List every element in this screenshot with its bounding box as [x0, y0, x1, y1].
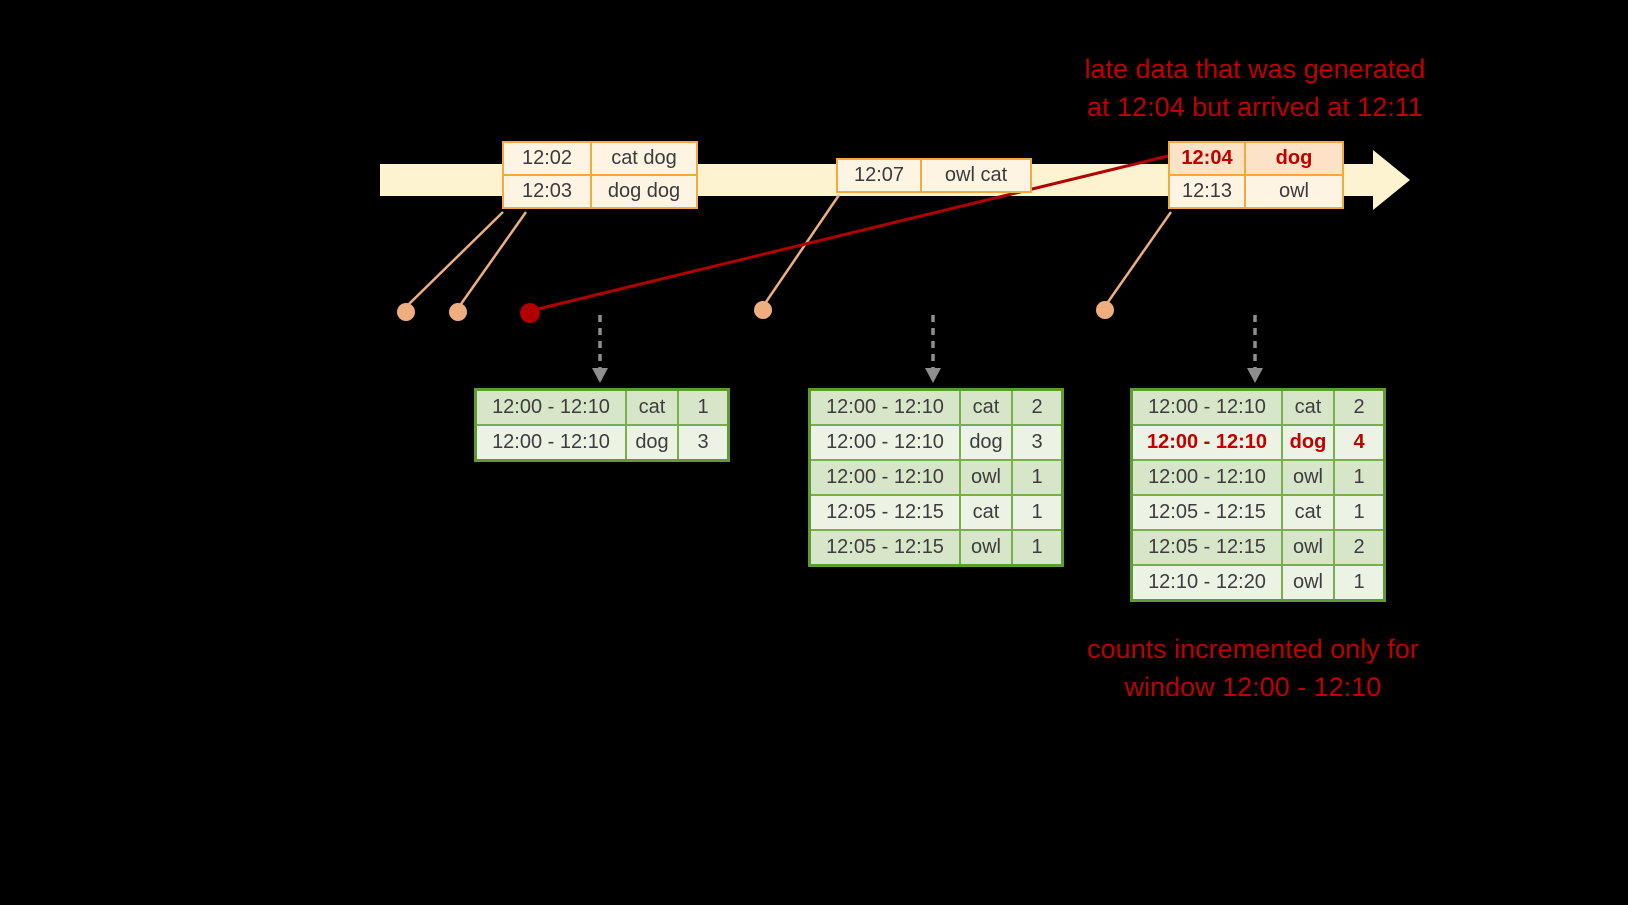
word-cell: owl: [1281, 564, 1335, 602]
event-row: 12:02 cat dog: [502, 141, 698, 176]
counts-caption-line2: window 12:00 - 12:10: [1124, 672, 1382, 702]
word-cell: dog: [1281, 424, 1335, 461]
result-table-2: 12:00 - 12:10 cat 2 12:00 - 12:10 dog 3 …: [808, 388, 1064, 567]
event-time: 12:02: [502, 141, 592, 176]
timeline-arrowhead: [1373, 150, 1410, 210]
connector-line-1207: [764, 194, 841, 303]
word-cell: cat: [959, 388, 1013, 426]
count-cell: 1: [677, 388, 730, 426]
count-cell: 4: [1333, 424, 1386, 461]
window-cell: 12:00 - 12:10: [1130, 459, 1283, 496]
event-box-group2: 12:07 owl cat: [836, 158, 1032, 193]
word-cell: dog: [625, 424, 679, 462]
window-cell: 12:00 - 12:10: [1130, 424, 1283, 461]
counts-incremented-caption: counts incremented only for window 12:00…: [1018, 630, 1488, 706]
word-cell: dog: [959, 424, 1013, 461]
connector-line-1203: [459, 211, 528, 305]
word-cell: cat: [1281, 494, 1335, 531]
late-data-caption: late data that was generated at 12:04 bu…: [1020, 50, 1490, 126]
event-words: owl cat: [920, 158, 1032, 193]
table-row: 12:05 - 12:15 cat 1: [1130, 494, 1386, 531]
event-box-group3: 12:04 dog 12:13 owl: [1168, 141, 1344, 209]
late-event-row: 12:04 dog: [1168, 141, 1344, 176]
count-cell: 3: [1011, 424, 1064, 461]
table-row: 12:10 - 12:20 owl 1: [1130, 564, 1386, 602]
count-cell: 2: [1333, 388, 1386, 426]
table-row: 12:00 - 12:10 dog 3: [808, 424, 1064, 461]
word-cell: cat: [1281, 388, 1335, 426]
word-cell: owl: [959, 459, 1013, 496]
trigger-arrowhead-2: [925, 368, 941, 383]
event-time: 12:03: [502, 174, 592, 209]
window-cell: 12:10 - 12:20: [1130, 564, 1283, 602]
table-row: 12:05 - 12:15 owl 1: [808, 529, 1064, 567]
window-cell: 12:05 - 12:15: [808, 494, 961, 531]
updated-count-row: 12:00 - 12:10 dog 4: [1130, 424, 1386, 461]
event-dot-1202: [397, 303, 415, 321]
word-cell: owl: [1281, 529, 1335, 566]
window-cell: 12:00 - 12:10: [808, 459, 961, 496]
count-cell: 1: [1011, 459, 1064, 496]
table-row: 12:05 - 12:15 cat 1: [808, 494, 1064, 531]
table-row: 12:00 - 12:10 cat 2: [808, 388, 1064, 426]
event-words: owl: [1244, 174, 1344, 209]
event-row: 12:03 dog dog: [502, 174, 698, 209]
late-event-dot-1204: [520, 303, 540, 323]
table-row: 12:00 - 12:10 cat 2: [1130, 388, 1386, 426]
count-cell: 1: [1333, 564, 1386, 602]
event-time: 12:13: [1168, 174, 1246, 209]
word-cell: cat: [959, 494, 1013, 531]
window-cell: 12:05 - 12:15: [808, 529, 961, 567]
word-cell: owl: [1281, 459, 1335, 496]
window-cell: 12:00 - 12:10: [474, 424, 627, 462]
event-time: 12:07: [836, 158, 922, 193]
event-row: 12:13 owl: [1168, 174, 1344, 209]
count-cell: 2: [1011, 388, 1064, 426]
result-table-1: 12:00 - 12:10 cat 1 12:00 - 12:10 dog 3: [474, 388, 730, 462]
result-table-3: 12:00 - 12:10 cat 2 12:00 - 12:10 dog 4 …: [1130, 388, 1386, 602]
window-cell: 12:05 - 12:15: [1130, 494, 1283, 531]
late-data-line: [537, 154, 1169, 311]
trigger-arrowhead-1: [592, 368, 608, 383]
count-cell: 1: [1333, 494, 1386, 531]
count-cell: 1: [1011, 529, 1064, 567]
table-row: 12:00 - 12:10 dog 3: [474, 424, 730, 462]
window-cell: 12:00 - 12:10: [474, 388, 627, 426]
window-cell: 12:00 - 12:10: [808, 424, 961, 461]
event-words: dog dog: [590, 174, 698, 209]
table-row: 12:00 - 12:10 owl 1: [1130, 459, 1386, 496]
word-cell: cat: [625, 388, 679, 426]
event-time: 12:04: [1168, 141, 1246, 176]
window-cell: 12:05 - 12:15: [1130, 529, 1283, 566]
count-cell: 3: [677, 424, 730, 462]
event-words: dog: [1244, 141, 1344, 176]
connector-line-1213: [1106, 211, 1173, 303]
table-row: 12:00 - 12:10 cat 1: [474, 388, 730, 426]
late-data-caption-line2: at 12:04 but arrived at 12:11: [1087, 92, 1423, 122]
event-box-group1: 12:02 cat dog 12:03 dog dog: [502, 141, 698, 209]
count-cell: 1: [1011, 494, 1064, 531]
connector-line-1202: [408, 211, 504, 305]
table-row: 12:05 - 12:15 owl 2: [1130, 529, 1386, 566]
window-cell: 12:00 - 12:10: [808, 388, 961, 426]
table-row: 12:00 - 12:10 owl 1: [808, 459, 1064, 496]
event-dot-1213: [1096, 301, 1114, 319]
window-cell: 12:00 - 12:10: [1130, 388, 1283, 426]
event-row: 12:07 owl cat: [836, 158, 1032, 193]
word-cell: owl: [959, 529, 1013, 567]
event-dot-1207: [754, 301, 772, 319]
event-words: cat dog: [590, 141, 698, 176]
count-cell: 1: [1333, 459, 1386, 496]
trigger-arrowhead-3: [1247, 368, 1263, 383]
event-dot-1203: [449, 303, 467, 321]
count-cell: 2: [1333, 529, 1386, 566]
counts-caption-line1: counts incremented only for: [1087, 634, 1419, 664]
late-data-caption-line1: late data that was generated: [1084, 54, 1426, 84]
